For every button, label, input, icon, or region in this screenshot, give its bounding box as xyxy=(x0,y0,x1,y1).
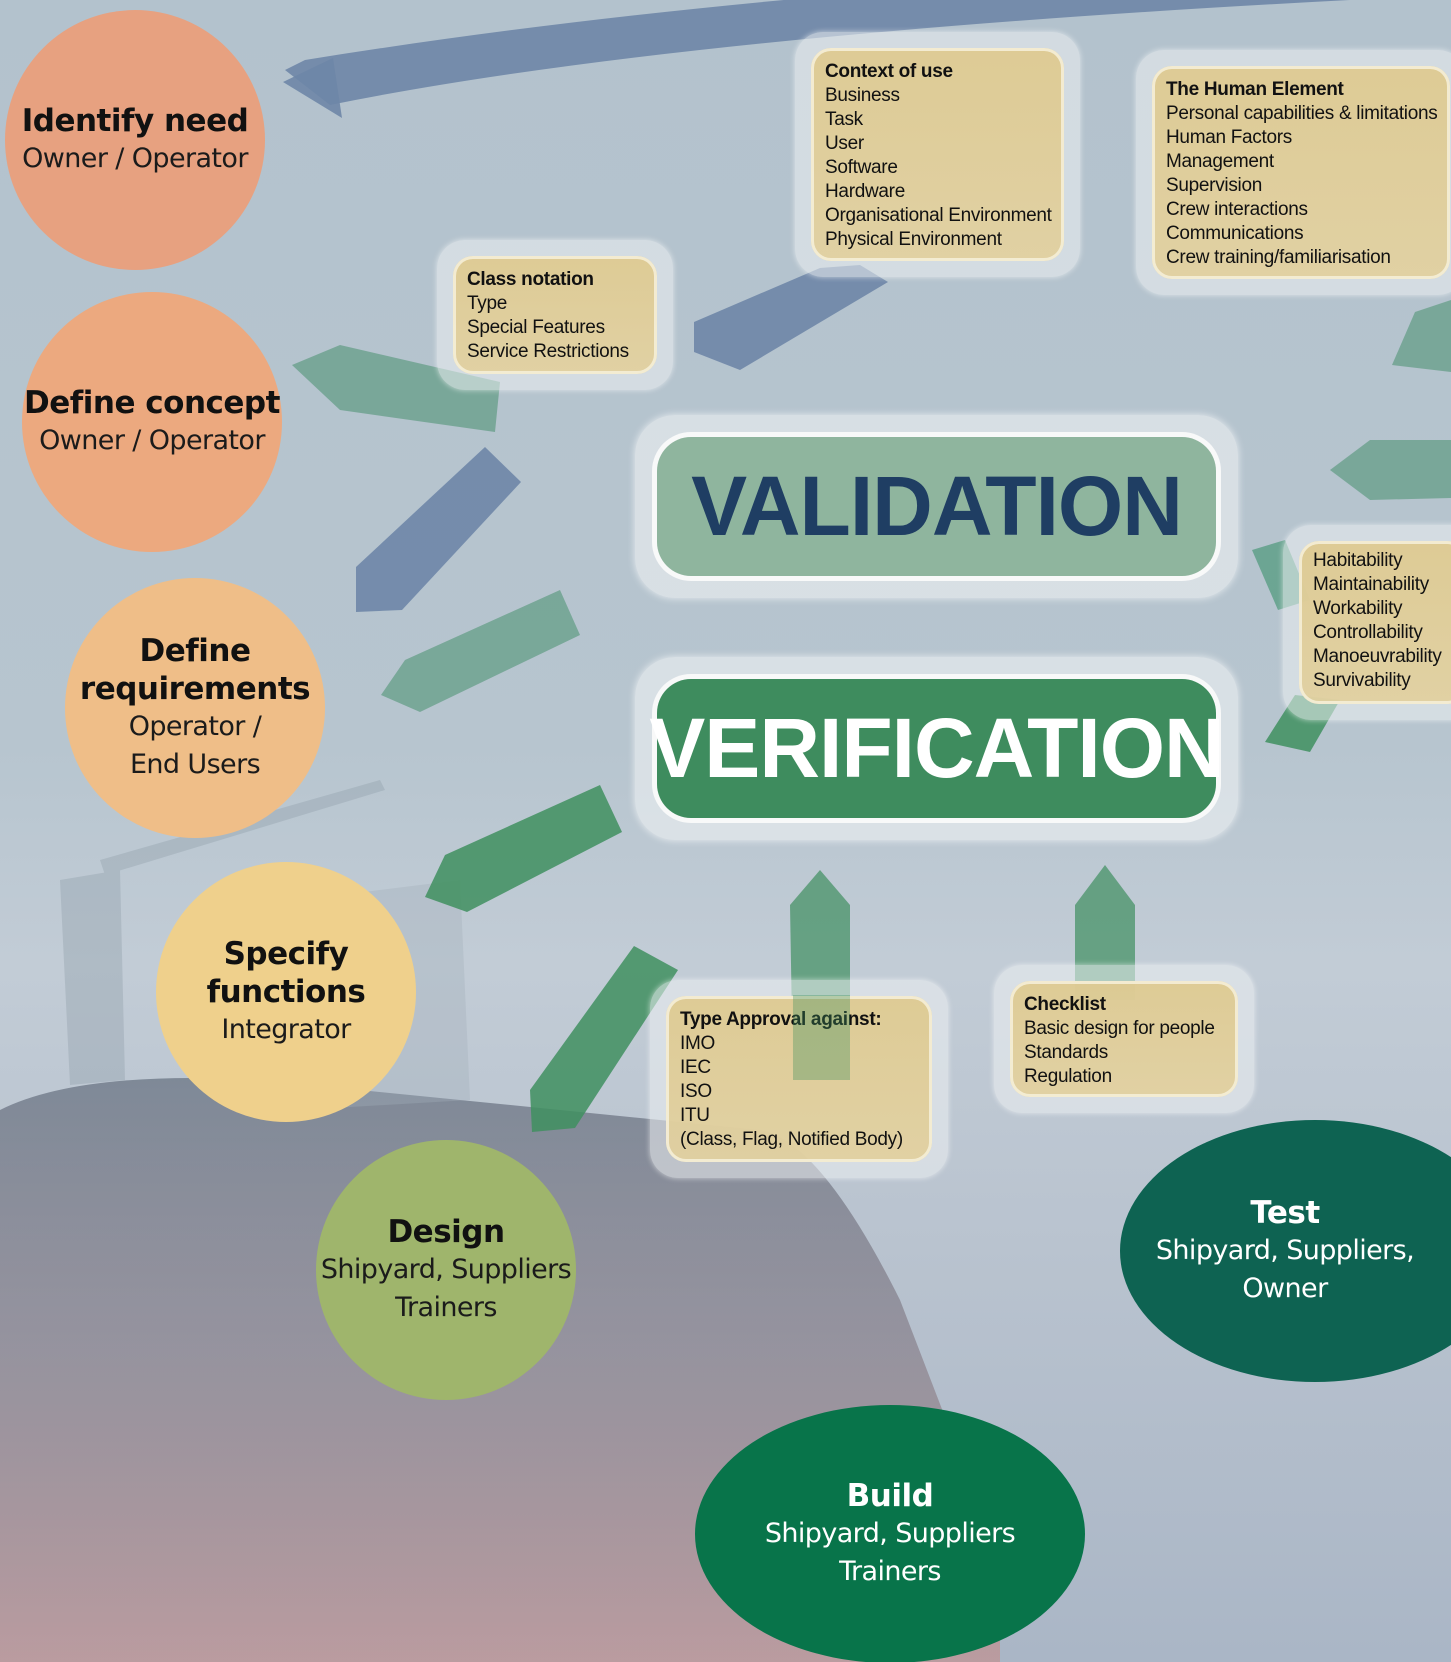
box-list-item: Survivability xyxy=(1313,670,1411,691)
box-list-item: Management xyxy=(1166,151,1274,172)
arrow-to-requirements xyxy=(381,590,580,712)
arrow-class-to-context xyxy=(694,265,888,370)
box-list-item: Physical Environment xyxy=(825,229,1002,250)
stage-specify-functions: Specify functions Integrator xyxy=(156,862,416,1122)
validation-pill: VALIDATION xyxy=(635,415,1238,598)
stage-design: Design Shipyard, Suppliers Trainers xyxy=(316,1140,576,1400)
box-list-item: IEC xyxy=(680,1057,711,1078)
box-list-item: (Class, Flag, Notified Body) xyxy=(680,1129,903,1150)
stage-title: Define concept xyxy=(24,385,280,421)
verification-pill: VERIFICATION xyxy=(635,657,1238,840)
verification-label: VERIFICATION xyxy=(649,679,1225,818)
stage-define-requirements: Define requirements Operator / End Users xyxy=(65,578,325,838)
box-list-item: Crew training/familiarisation xyxy=(1166,247,1391,268)
box-heading: Context of use xyxy=(825,61,953,82)
box-list-item: User xyxy=(825,133,864,154)
box-list-item: IMO xyxy=(680,1033,715,1054)
stage-test: Test Shipyard, Suppliers, Owner xyxy=(1120,1120,1451,1382)
box-heading: Class notation xyxy=(467,269,594,290)
stage-subtitle: Shipyard, Suppliers Trainers xyxy=(764,1518,1016,1587)
stage-subtitle: Owner / Operator xyxy=(39,425,265,456)
box-list-item: Supervision xyxy=(1166,175,1262,196)
box-list-item: Organisational Environment xyxy=(825,205,1052,226)
box-list-item: Standards xyxy=(1024,1042,1108,1063)
stage-define-concept: Define concept Owner / Operator xyxy=(22,292,282,552)
arrow-to-design xyxy=(530,946,678,1132)
stage-subtitle: Operator / End Users xyxy=(128,711,262,780)
box-list-item: Regulation xyxy=(1024,1066,1112,1087)
stage-identify-need: Identify need Owner / Operator xyxy=(5,10,265,270)
box-list-item: Manoeuvrability xyxy=(1313,646,1442,667)
type-approval-box: Type Approval against: IMO IEC ISO ITU (Clas… xyxy=(650,980,948,1178)
box-heading: Type Approval against: xyxy=(680,1009,882,1030)
box-list-item: Human Factors xyxy=(1166,127,1292,148)
box-list-item: Crew interactions xyxy=(1166,199,1308,220)
box-list-item: Type xyxy=(467,293,507,314)
box-list-item: Habitability xyxy=(1313,550,1403,571)
stage-subtitle: Shipyard, Suppliers, Owner xyxy=(1155,1235,1415,1304)
arrow-human-element-right xyxy=(1392,300,1451,372)
stage-title: Define requirements xyxy=(79,633,311,707)
box-list-item: Special Features xyxy=(467,317,605,338)
stage-subtitle: Shipyard, Suppliers Trainers xyxy=(320,1254,572,1323)
box-list-item: Controllability xyxy=(1313,622,1423,643)
box-list-item: Workability xyxy=(1313,598,1403,619)
box-list-item: Task xyxy=(825,109,863,130)
stage-build: Build Shipyard, Suppliers Trainers xyxy=(695,1405,1085,1662)
stage-subtitle: Integrator xyxy=(221,1014,351,1045)
stage-title: Identify need xyxy=(21,103,249,139)
box-list-item: ITU xyxy=(680,1105,710,1126)
box-list-item: Business xyxy=(825,85,900,106)
box-list-item: Maintainability xyxy=(1313,574,1429,595)
stage-title: Design xyxy=(387,1214,505,1250)
box-list: IMO IEC ISO ITU (Class, Flag, Notified Body) xyxy=(680,1032,922,1152)
human-element-box: The Human Element Personal capabilities … xyxy=(1136,50,1451,295)
box-list-item: Software xyxy=(825,157,898,178)
top-curved-arrow xyxy=(285,0,1350,105)
stage-title: Test xyxy=(1250,1195,1320,1231)
box-list-item: Communications xyxy=(1166,223,1304,244)
arrow-requirements-to-concept xyxy=(356,447,521,612)
arrow-to-define-concept xyxy=(292,345,500,432)
arrow-to-validation-right xyxy=(1330,440,1451,500)
box-list-item: ISO xyxy=(680,1081,712,1102)
arrow-to-specify-functions xyxy=(425,785,622,912)
box-list-item: Service Restrictions xyxy=(467,341,629,362)
top-curved-arrow-head xyxy=(283,58,342,118)
stage-title: Build xyxy=(846,1478,934,1514)
validation-label: VALIDATION xyxy=(657,437,1216,576)
stage-title: Specify functions xyxy=(206,936,366,1010)
box-list-item: Personal capabilities & limitations xyxy=(1166,103,1438,124)
box-list-item: Hardware xyxy=(825,181,905,202)
box-heading: Checklist xyxy=(1024,994,1106,1015)
box-heading: The Human Element xyxy=(1166,79,1344,100)
stage-subtitle: Owner / Operator xyxy=(22,143,248,174)
box-list-item: Basic design for people xyxy=(1024,1018,1215,1039)
ship-crane-image xyxy=(60,780,385,1085)
